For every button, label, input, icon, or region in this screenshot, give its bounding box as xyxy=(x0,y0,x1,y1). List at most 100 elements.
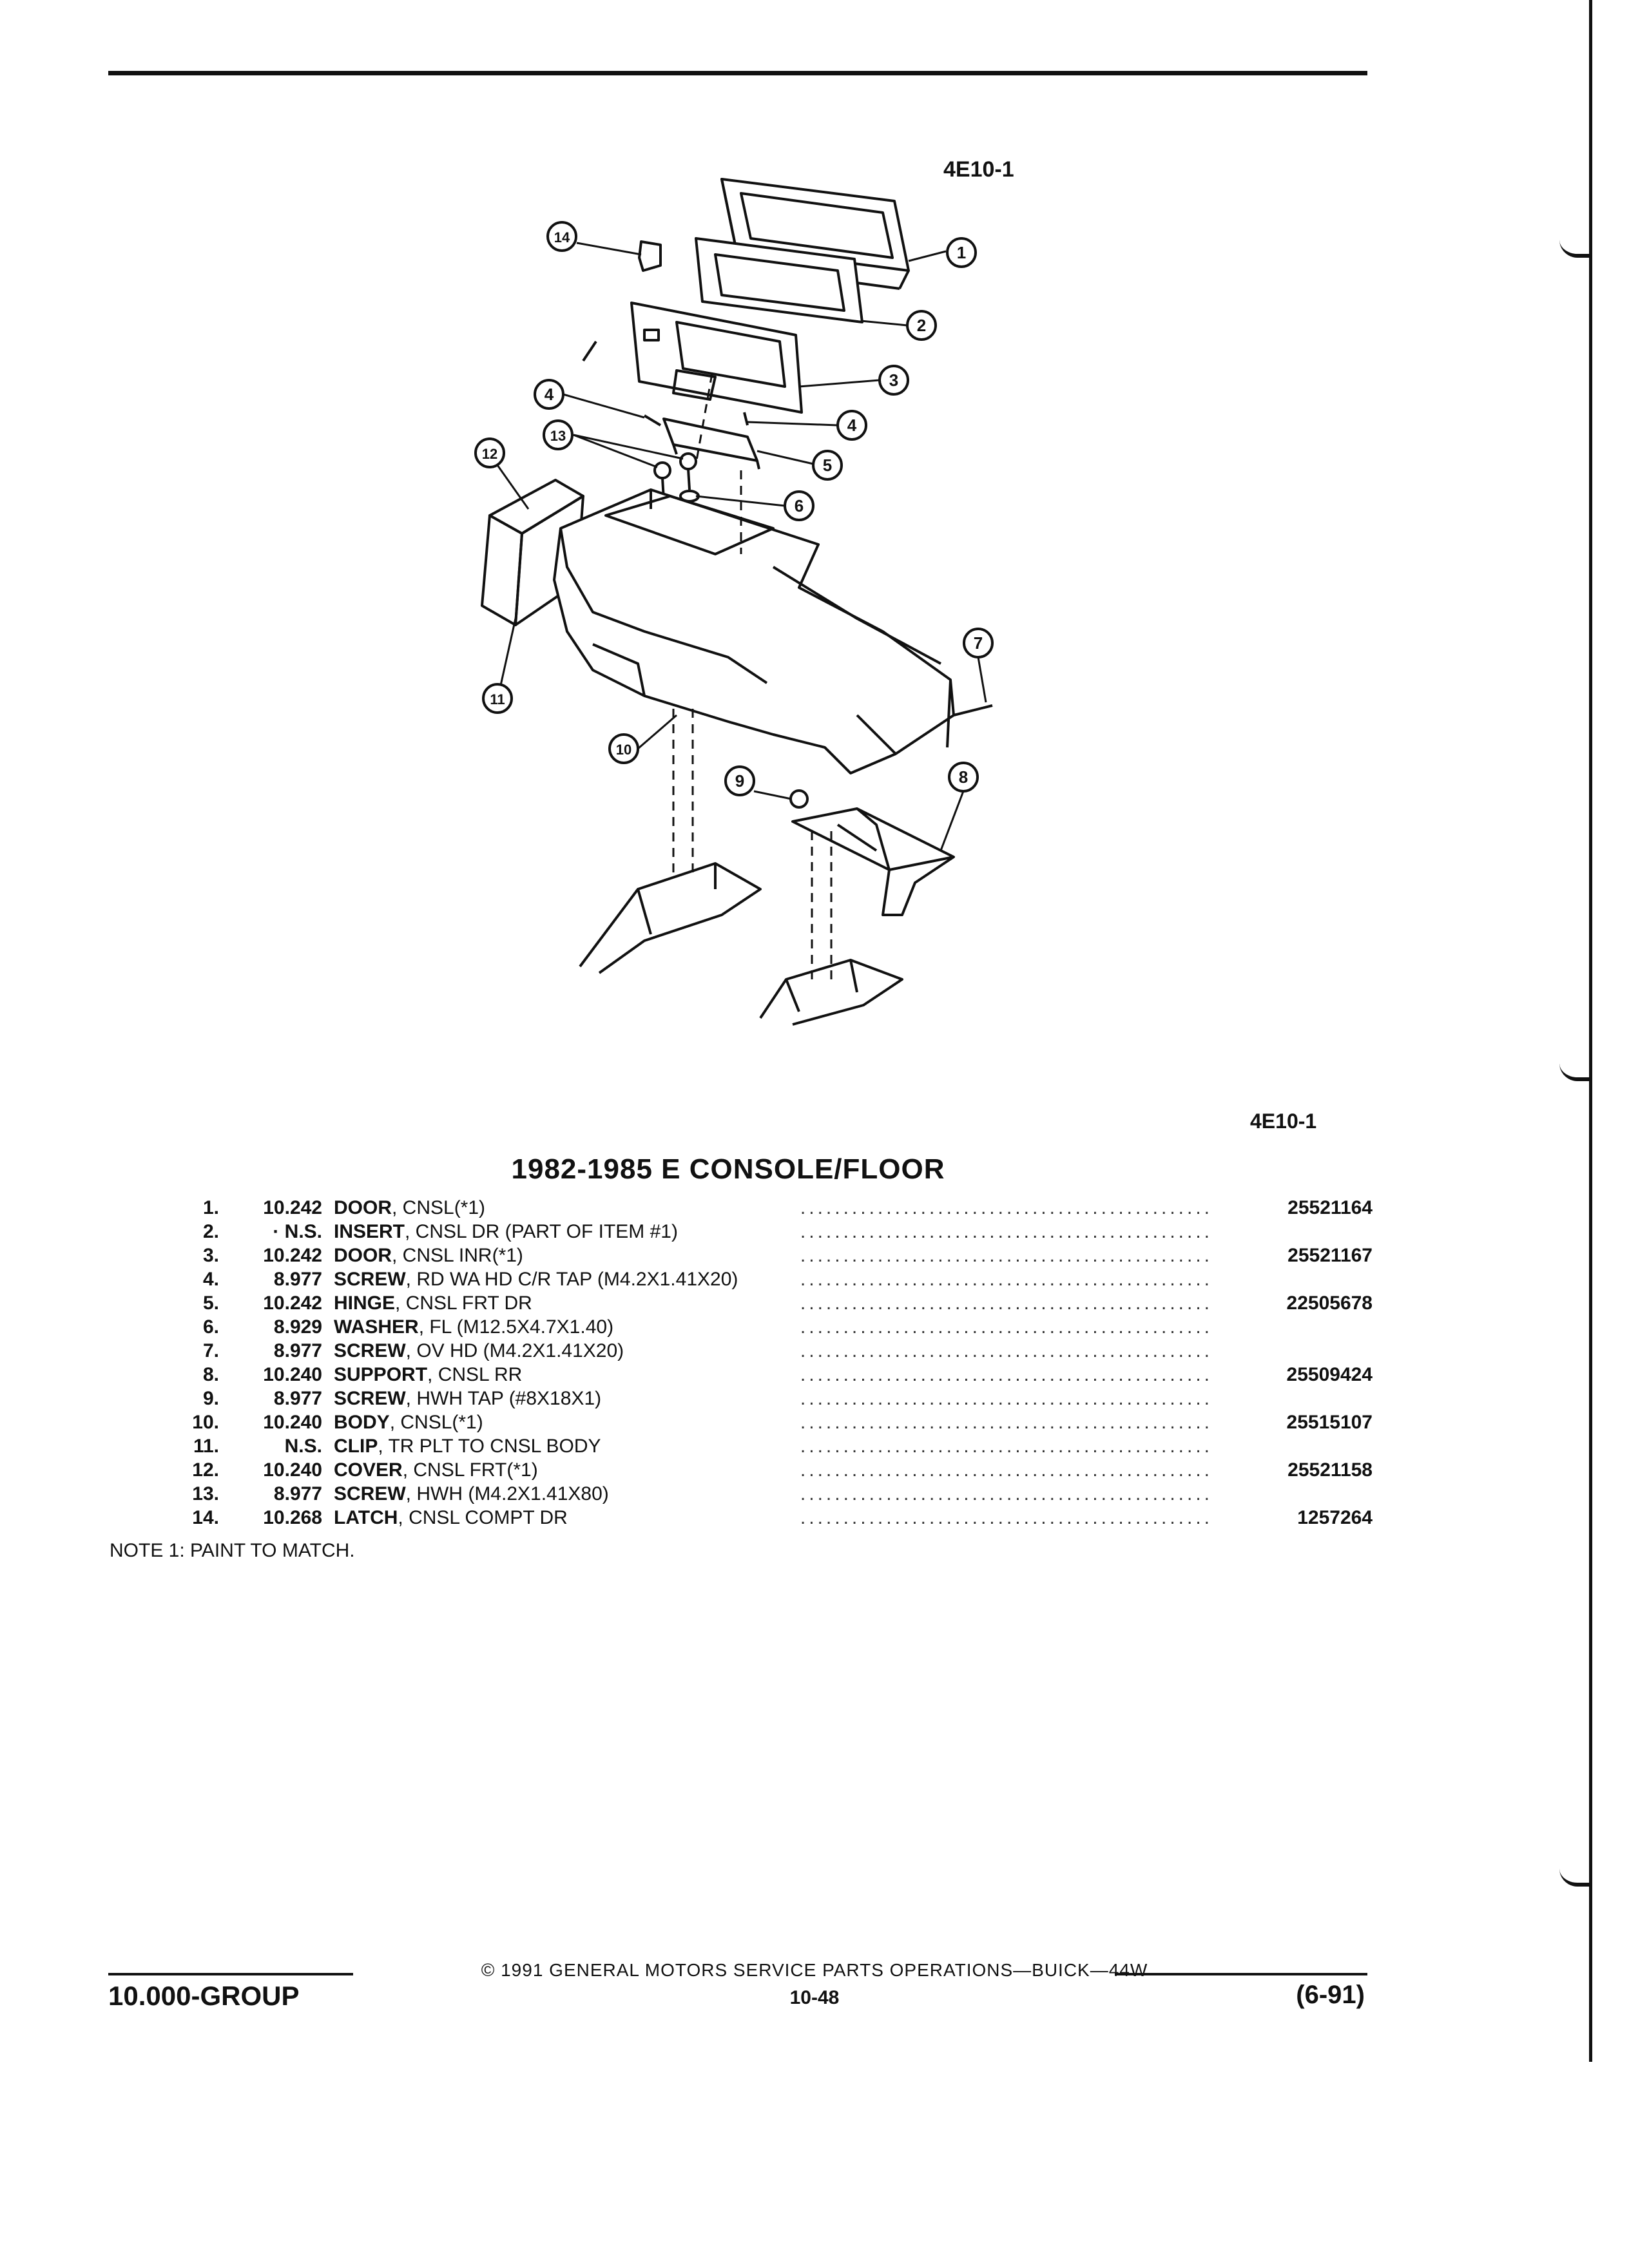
part-name: DOOR xyxy=(334,1245,392,1266)
console-door-insert-part xyxy=(695,237,863,323)
group-number: 10.240 xyxy=(263,1412,322,1433)
part-description: SCREW, RD WA HD C/R TAP (M4.2X1.41X20)..… xyxy=(334,1267,1218,1291)
group-number: 8.977 xyxy=(273,1388,322,1409)
part-detail: , CNSL RR xyxy=(427,1364,523,1385)
group-number: · N.S. xyxy=(273,1221,322,1242)
part-number: 25521167 xyxy=(1287,1245,1373,1266)
part-description: CLIP, TR PLT TO CNSL BODY...............… xyxy=(334,1434,1218,1458)
callout-12: 12 xyxy=(482,446,497,462)
figure-ref-top: 4E10-1 xyxy=(943,157,1014,182)
leader-dots: ........................................… xyxy=(800,1507,1213,1528)
part-number: 25515107 xyxy=(1286,1412,1373,1433)
part-detail: , HWH (M4.2X1.41X80) xyxy=(405,1483,609,1504)
item-number: 1. xyxy=(202,1197,219,1218)
callout-8: 8 xyxy=(959,767,968,787)
part-detail: , CNSL INR(*1) xyxy=(392,1245,523,1266)
part-detail: , CNSL COMPT DR xyxy=(398,1507,568,1528)
item-number: 6. xyxy=(202,1316,219,1338)
footer-rule-right xyxy=(1115,1973,1367,1975)
part-description: SUPPORT, CNSL RR........................… xyxy=(334,1363,1218,1387)
part-number xyxy=(1218,1339,1373,1363)
callout-11: 11 xyxy=(490,691,505,707)
item-number: 8. xyxy=(202,1364,219,1385)
part-detail: , CNSL FRT(*1) xyxy=(402,1459,538,1481)
edge-tab xyxy=(1559,1869,1590,1887)
part-number: 25521164 xyxy=(1287,1197,1373,1218)
part-description: SCREW, OV HD (M4.2X1.41X20).............… xyxy=(334,1339,1218,1363)
group-number: 10.268 xyxy=(263,1507,322,1528)
part-name: SCREW xyxy=(334,1269,406,1290)
callout-1: 1 xyxy=(957,243,966,262)
part-description: BODY, CNSL(*1)..........................… xyxy=(334,1410,1218,1434)
group-number: 8.977 xyxy=(273,1483,322,1504)
console-body-part xyxy=(553,488,955,774)
latch-part xyxy=(638,240,662,272)
callout-4a: 4 xyxy=(545,385,554,404)
item-number: 9. xyxy=(202,1388,219,1409)
group-number: 8.977 xyxy=(273,1269,322,1290)
leader-dots: ........................................… xyxy=(800,1293,1213,1314)
leader-dots: ........................................… xyxy=(800,1340,1213,1361)
exploded-parts-diagram: 1 2 3 4 4 5 6 7 8 9 10 11 12 13 14 xyxy=(474,178,994,1026)
part-detail: , CNSL(*1) xyxy=(389,1412,483,1433)
part-name: BODY xyxy=(334,1412,390,1433)
part-name: HINGE xyxy=(334,1293,396,1314)
part-description: LATCH, CNSL COMPT DR....................… xyxy=(334,1506,1218,1530)
part-number: 22505678 xyxy=(1286,1293,1373,1314)
parts-row: 14. 10.268 LATCH, CNSL COMPT DR...........… xyxy=(148,1506,1373,1530)
part-number xyxy=(1218,1315,1373,1339)
group-number: 10.242 xyxy=(263,1197,322,1218)
group-number: 10.242 xyxy=(263,1245,322,1266)
callout-7: 7 xyxy=(974,633,983,653)
part-detail: , OV HD (M4.2X1.41X20) xyxy=(405,1340,624,1361)
part-description: DOOR, CNSL(*1)..........................… xyxy=(334,1196,1218,1220)
part-detail: , HWH TAP (#8X18X1) xyxy=(405,1388,602,1409)
part-description: WASHER, FL (M12.5X4.7X1.40).............… xyxy=(334,1315,1218,1339)
part-name: COVER xyxy=(334,1459,403,1481)
console-inner-door-part xyxy=(630,302,803,414)
group-number: 10.242 xyxy=(263,1293,322,1314)
item-number: 10. xyxy=(192,1412,219,1433)
leader-dots: ........................................… xyxy=(800,1436,1213,1457)
part-detail: , CNSL DR (PART OF ITEM #1) xyxy=(405,1221,678,1242)
part-name: DOOR xyxy=(334,1197,392,1218)
leader-dots: ........................................… xyxy=(800,1269,1213,1290)
leader-dots: ........................................… xyxy=(800,1412,1213,1433)
leader-dots: ........................................… xyxy=(800,1483,1213,1504)
part-name: SUPPORT xyxy=(334,1364,428,1385)
item-number: 14. xyxy=(192,1507,219,1528)
part-description: HINGE, CNSL FRT DR......................… xyxy=(334,1291,1218,1315)
parts-row: 10. 10.240 BODY, CNSL(*1).................… xyxy=(148,1410,1373,1434)
leader-dots: ........................................… xyxy=(800,1459,1213,1481)
part-name: WASHER xyxy=(334,1316,419,1338)
callout-5: 5 xyxy=(823,456,832,475)
footer-group: 10.000-GROUP xyxy=(108,1981,300,2011)
part-name: LATCH xyxy=(334,1507,398,1528)
footer-page-number: 10-48 xyxy=(789,1987,840,2008)
part-number: 25509424 xyxy=(1286,1364,1373,1385)
part-detail: , TR PLT TO CNSL BODY xyxy=(378,1436,601,1457)
leader-dots: ........................................… xyxy=(800,1245,1213,1266)
floor-pan-part xyxy=(579,862,903,1026)
header-rule xyxy=(108,71,1367,75)
item-number: 13. xyxy=(192,1483,219,1504)
group-number: 10.240 xyxy=(263,1459,322,1481)
hinge-part xyxy=(662,418,760,470)
part-number: 1257264 xyxy=(1297,1507,1373,1528)
leader-dots: ........................................… xyxy=(800,1197,1213,1218)
item-number: 3. xyxy=(202,1245,219,1266)
callout-10: 10 xyxy=(616,742,631,758)
callout-13: 13 xyxy=(550,428,566,444)
part-name: CLIP xyxy=(334,1436,378,1457)
edge-tab xyxy=(1559,1063,1590,1081)
page-edge xyxy=(1589,0,1592,2062)
parts-row: 1. 10.242 DOOR, CNSL(*1)..................… xyxy=(148,1196,1373,1220)
part-name: INSERT xyxy=(334,1221,405,1242)
part-number xyxy=(1218,1434,1373,1458)
